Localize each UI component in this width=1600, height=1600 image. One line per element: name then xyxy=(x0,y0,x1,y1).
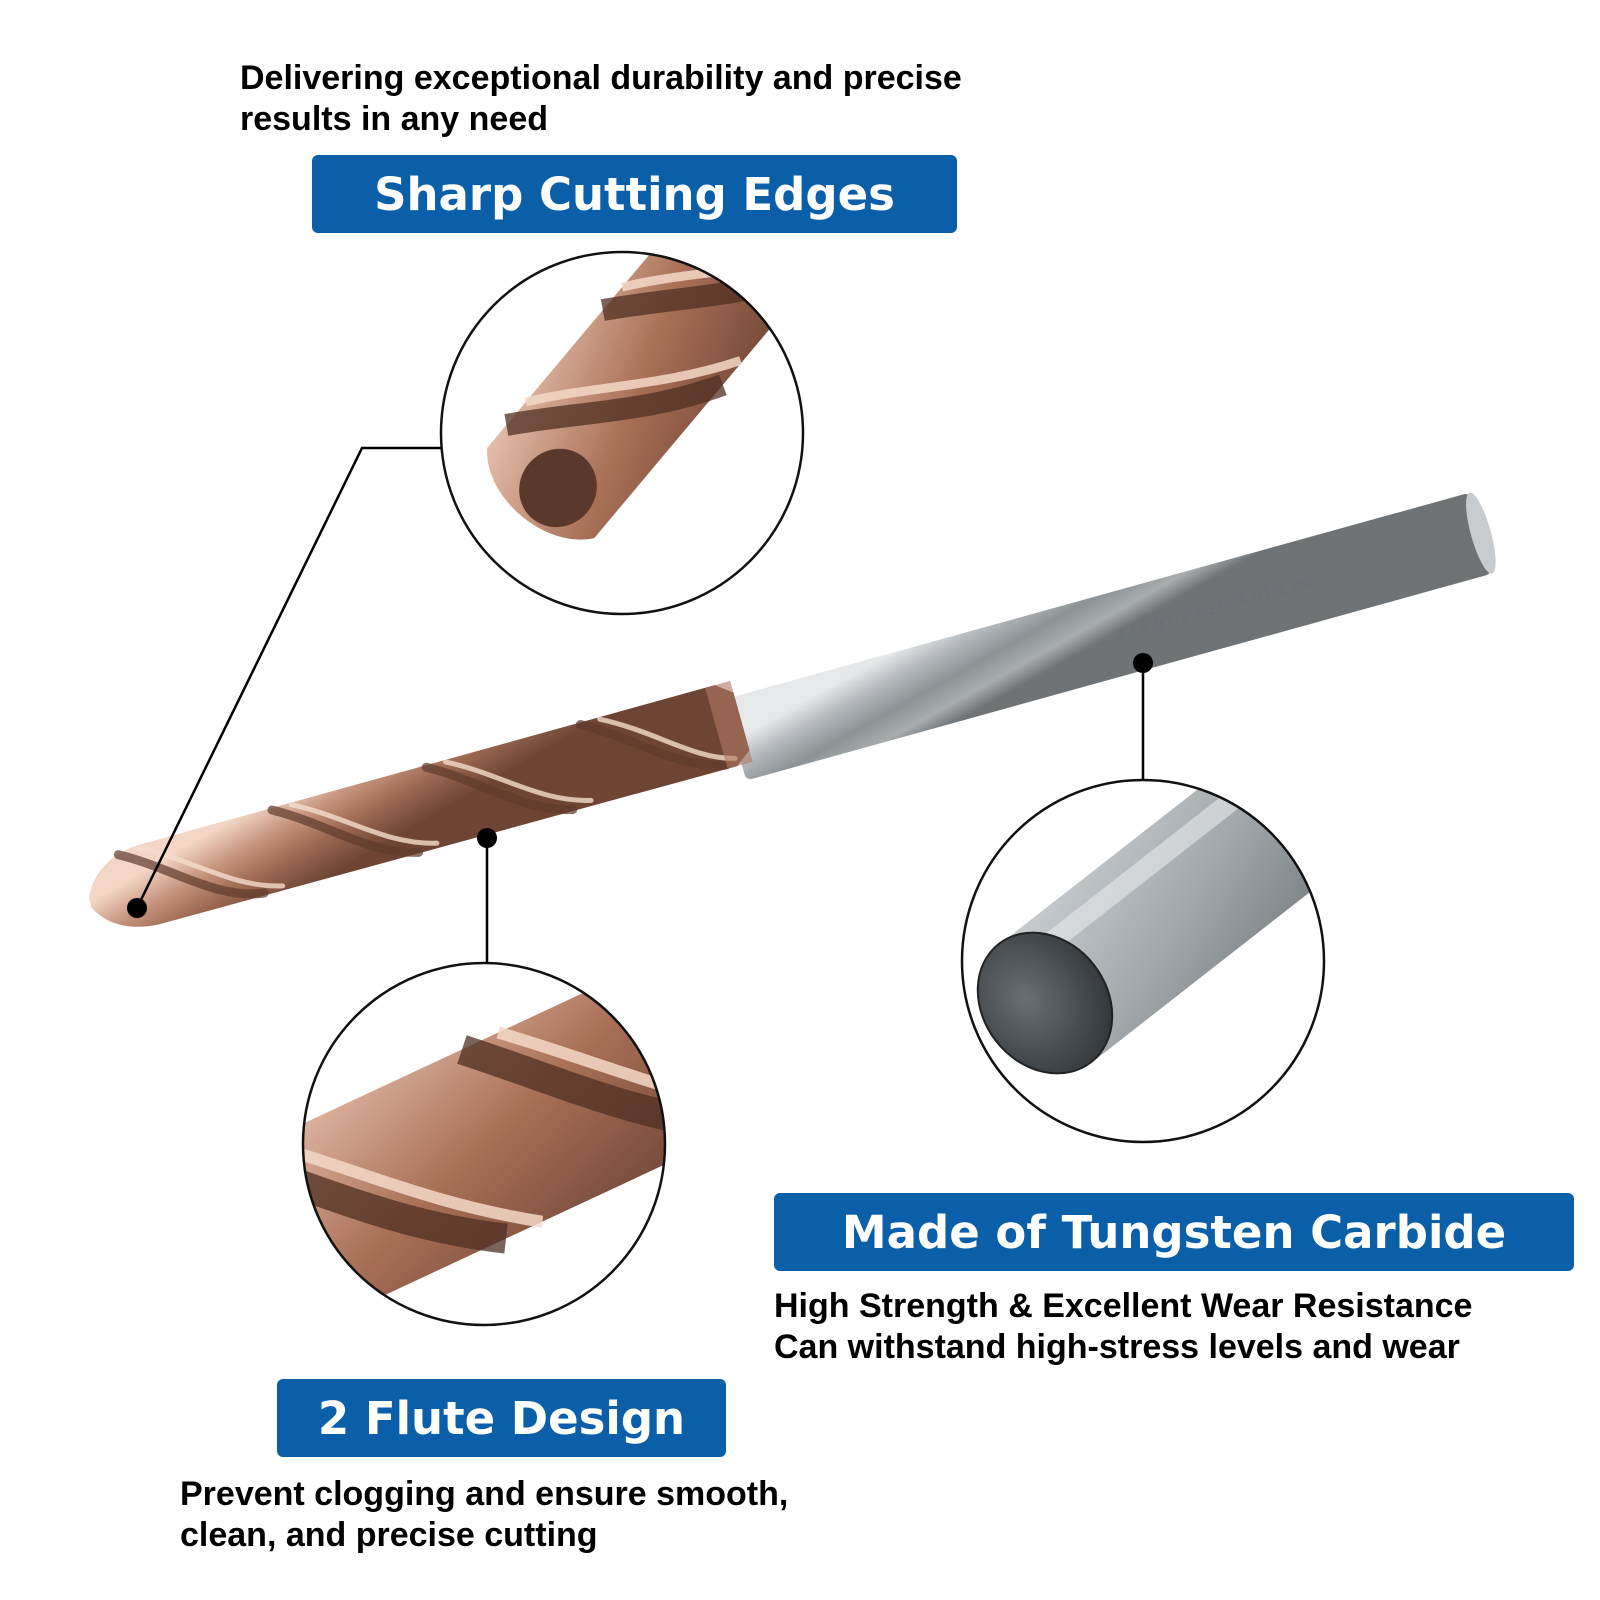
carbide-line-2: Can withstand high-stress levels and wea… xyxy=(774,1328,1460,1366)
callout-tip xyxy=(127,446,442,918)
sharp-cutting-intro: Delivering exceptional durability and pr… xyxy=(240,58,962,140)
flute-line-1: Prevent clogging and ensure smooth, xyxy=(180,1475,789,1513)
intro-line-1: Delivering exceptional durability and pr… xyxy=(240,59,962,97)
carbide-line-1: High Strength & Excellent Wear Resistanc… xyxy=(774,1287,1473,1325)
callout-flute xyxy=(477,828,497,963)
flute-design-badge: 2 Flute Design xyxy=(277,1379,726,1457)
drill-shank: ΦЕ 3/16 х 4/8 х 5/16 х ГТ xyxy=(725,492,1496,780)
intro-line-2: results in any need xyxy=(240,100,548,138)
flute-design-desc: Prevent clogging and ensure smooth, clea… xyxy=(180,1474,788,1556)
tungsten-carbide-desc: High Strength & Excellent Wear Resistanc… xyxy=(774,1286,1472,1368)
flute-line-2: clean, and precise cutting xyxy=(180,1516,598,1554)
drill-fluted-body xyxy=(88,680,753,927)
tip-zoom-circle xyxy=(439,250,805,616)
tungsten-carbide-badge: Made of Tungsten Carbide xyxy=(774,1193,1574,1271)
sharp-cutting-edges-badge: Sharp Cutting Edges xyxy=(312,155,957,233)
shank-zoom-circle xyxy=(960,778,1326,1144)
flute-zoom-circle xyxy=(301,961,667,1327)
callout-shank xyxy=(1133,653,1153,780)
